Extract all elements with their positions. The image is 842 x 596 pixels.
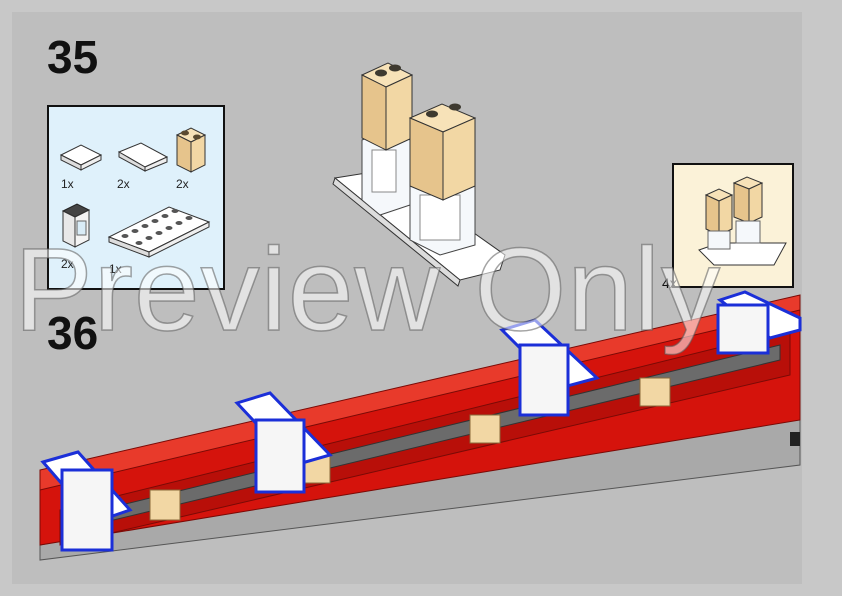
parts-illustration bbox=[59, 127, 211, 258]
parts-list-box: 1x 2x 2x 2x 1x bbox=[47, 105, 225, 290]
callout-illustration bbox=[698, 176, 787, 266]
brick-1x2x2-tan-icon bbox=[175, 127, 207, 173]
part-qty-window: 2x bbox=[61, 257, 74, 271]
seat-assembly-2 bbox=[234, 391, 333, 494]
seat-assembly-4 bbox=[716, 290, 802, 355]
part-qty-brick: 2x bbox=[176, 177, 189, 191]
callout-box bbox=[672, 163, 794, 288]
curved-slope-white-icon bbox=[117, 142, 169, 172]
seat-assembly-3 bbox=[499, 318, 600, 417]
plate-2x6-white-icon bbox=[107, 206, 211, 258]
part-qty-tile: 1x bbox=[61, 177, 74, 191]
callout-qty: 4x bbox=[662, 275, 677, 291]
step35-subassembly bbox=[332, 62, 506, 287]
part-qty-plate: 1x bbox=[109, 262, 122, 276]
step-number-35: 35 bbox=[47, 31, 99, 83]
train-body bbox=[39, 294, 801, 561]
seat-assembly-1 bbox=[40, 450, 133, 552]
tile-2x2-white-icon bbox=[59, 144, 103, 171]
step-number-36: 36 bbox=[47, 307, 99, 359]
part-qty-slope: 2x bbox=[117, 177, 130, 191]
window-frame-icon bbox=[61, 203, 91, 248]
